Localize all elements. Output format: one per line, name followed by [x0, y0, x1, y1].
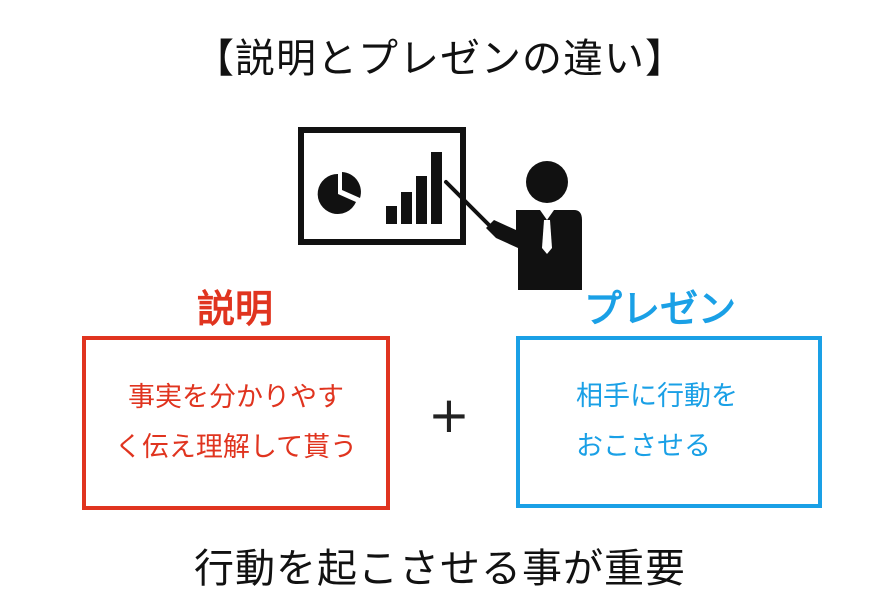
explanation-line: 事実を分かりやす	[128, 382, 344, 413]
presentation-heading: プレゼン	[583, 287, 736, 331]
presentation-box: 相手に行動を おこさせる	[516, 336, 822, 508]
plus-sign: +	[428, 386, 470, 444]
explanation-line: く伝え理解して貰う	[114, 432, 358, 463]
explanation-heading: 説明	[196, 287, 273, 331]
presentation-line: おこさせる	[576, 431, 711, 462]
presenter-illustration	[298, 127, 582, 290]
page-title: 【説明とプレゼンの違い】	[194, 36, 686, 82]
explanation-box: 事実を分かりやす く伝え理解して貰う	[82, 336, 390, 510]
bar-chart-icon	[386, 152, 442, 224]
conclusion-text: 行動を起こさせる事が重要	[194, 546, 686, 592]
pointer-stick-icon	[444, 180, 492, 228]
presentation-line: 相手に行動を	[576, 381, 738, 412]
pie-chart-icon	[317, 172, 361, 214]
presenter-icon	[486, 161, 582, 290]
